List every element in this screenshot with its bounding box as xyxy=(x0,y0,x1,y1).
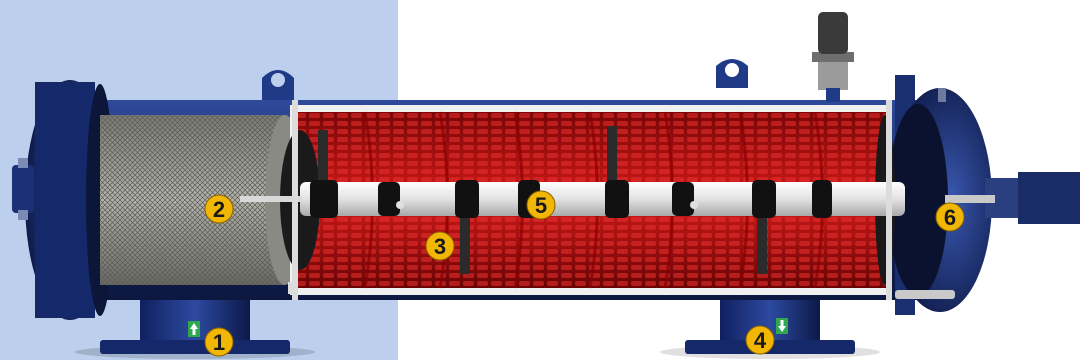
callout-4: 4 xyxy=(746,326,774,354)
callout-5: 5 xyxy=(527,191,555,219)
callout-6-label: 6 xyxy=(944,205,956,230)
callout-3-label: 3 xyxy=(434,234,446,259)
callout-1-label: 1 xyxy=(213,330,225,355)
callout-4-label: 4 xyxy=(754,328,767,353)
dirt-collector-shaft xyxy=(240,182,905,216)
flow-down-arrow-icon xyxy=(776,318,788,334)
callout-2: 2 xyxy=(205,195,233,223)
callout-2-label: 2 xyxy=(213,197,225,222)
callout-3: 3 xyxy=(426,232,454,260)
callout-1: 1 xyxy=(205,328,233,356)
callout-6: 6 xyxy=(936,203,964,231)
callout-5-label: 5 xyxy=(535,193,547,218)
flow-up-arrow-icon xyxy=(188,321,200,337)
